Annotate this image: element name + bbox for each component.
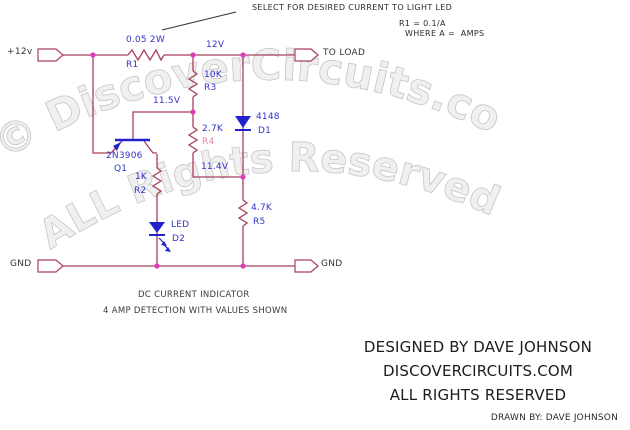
port-flag-gnd-right — [294, 259, 319, 273]
circuit-subtitle: 4 AMP DETECTION WITH VALUES SHOWN — [103, 306, 288, 316]
r1-ref-label: R1 — [126, 60, 139, 70]
resistor-r2 — [151, 167, 163, 195]
port-label-gnd-right: GND — [321, 259, 343, 269]
r4-ref-label: R4 — [202, 137, 215, 147]
junction-dot — [154, 263, 160, 269]
note-select-current: SELECT FOR DESIRED CURRENT TO LIGHT LED — [252, 3, 453, 12]
r3-ref-label: R3 — [204, 83, 217, 93]
r4-value-label: 2.7K — [202, 124, 224, 134]
port-flag-vin — [37, 48, 64, 62]
junction-dot — [190, 52, 196, 58]
diode-d1-triangle — [235, 116, 251, 128]
led-d2-triangle — [149, 222, 165, 233]
net-label-12v: 12V — [206, 40, 225, 50]
circuit-title: DC CURRENT INDICATOR — [138, 290, 250, 300]
d2-value-label: LED — [171, 220, 190, 230]
resistors — [127, 48, 249, 227]
wire-base — [132, 111, 193, 140]
r1-value-label: 0.05 2W — [126, 35, 165, 45]
resistor-r3 — [187, 70, 199, 98]
r5-value-label: 4.7K — [251, 203, 273, 213]
junction-dot — [90, 52, 96, 58]
drawn-by-label: DRAWN BY: DAVE JOHNSON — [490, 413, 618, 423]
transistor-q1-symbol — [113, 138, 150, 151]
led-d2-ray-arrow1 — [161, 241, 167, 246]
d1-ref-label: D1 — [258, 126, 272, 136]
d2-ref-label: D2 — [172, 234, 186, 244]
diode-d1-symbol — [235, 116, 251, 131]
led-d2-ray-arrow2 — [165, 247, 171, 252]
r2-ref-label: R2 — [134, 186, 147, 196]
resistor-r1 — [127, 48, 165, 62]
junction-dot — [240, 52, 246, 58]
d1-value-label: 4148 — [256, 112, 280, 122]
note-formula-line1: R1 = 0.1/A — [399, 19, 446, 28]
wire-left-branch — [92, 55, 111, 154]
r2-value-label: 1K — [135, 172, 148, 182]
q1-ref-label: Q1 — [114, 164, 128, 174]
junction-dot — [240, 263, 246, 269]
port-label-to-load: TO LOAD — [323, 48, 366, 58]
r5-ref-label: R5 — [253, 217, 266, 227]
net-label-11-4v: 11.4V — [201, 162, 229, 172]
port-flag-to-load — [294, 48, 319, 62]
junction-dot — [190, 109, 196, 115]
led-d2-symbol — [149, 222, 171, 252]
r3-value-label: 10K — [204, 70, 222, 80]
net-label-11-5v: 11.5V — [153, 96, 181, 106]
note-pointer-line — [161, 11, 237, 31]
note-formula-line2: WHERE A = AMPS — [405, 29, 485, 38]
port-label-gnd-left: GND — [10, 259, 32, 269]
credits-block: DESIGNED BY DAVE JOHNSON DISCOVERCIRCUIT… — [330, 335, 626, 407]
credit-rights: ALL RIGHTS RESERVED — [389, 386, 567, 404]
resistor-r5 — [237, 199, 249, 227]
junction-dots — [90, 52, 246, 269]
port-flag-gnd-left — [37, 259, 64, 273]
port-label-vin: +12v — [7, 47, 33, 57]
credit-site: DISCOVERCIRCUITS.COM — [382, 362, 574, 380]
credit-designed-by: DESIGNED BY DAVE JOHNSON — [363, 338, 593, 356]
q1-value-label: 2N3906 — [106, 151, 143, 161]
port-connectors — [37, 48, 319, 273]
resistor-r4 — [187, 126, 199, 154]
junction-dot — [240, 174, 246, 180]
transistor-emitter-arrow — [113, 142, 121, 151]
